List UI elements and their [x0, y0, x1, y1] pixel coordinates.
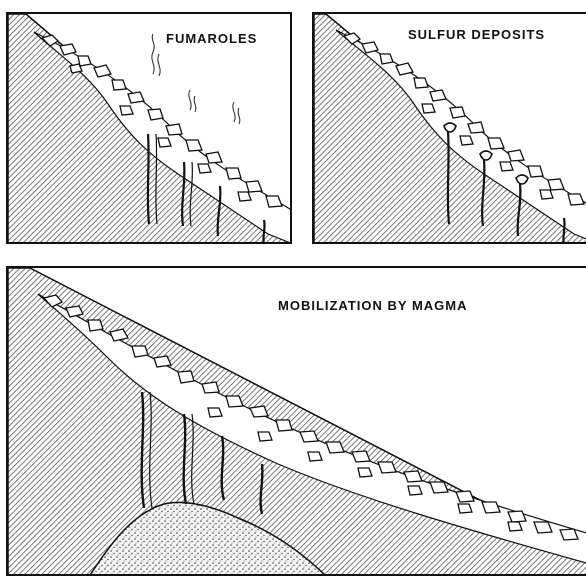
- steam-plumes: [152, 34, 240, 124]
- magma-mobilization-panel: MOBILIZATION BY MAGMA: [6, 266, 586, 576]
- panel-label-mobilization-by-magma: MOBILIZATION BY MAGMA: [278, 298, 468, 313]
- sulfur-slope-drawing: [314, 14, 586, 244]
- fumaroles-slope-drawing: [8, 14, 292, 244]
- magma-slope-drawing: [8, 268, 586, 576]
- fumaroles-panel: FUMAROLES: [6, 12, 292, 244]
- panel-label-sulfur-deposits: SULFUR DEPOSITS: [408, 27, 545, 42]
- sulfur-deposits-panel: SULFUR DEPOSITS: [312, 12, 586, 244]
- panel-label-fumaroles: FUMAROLES: [166, 31, 257, 46]
